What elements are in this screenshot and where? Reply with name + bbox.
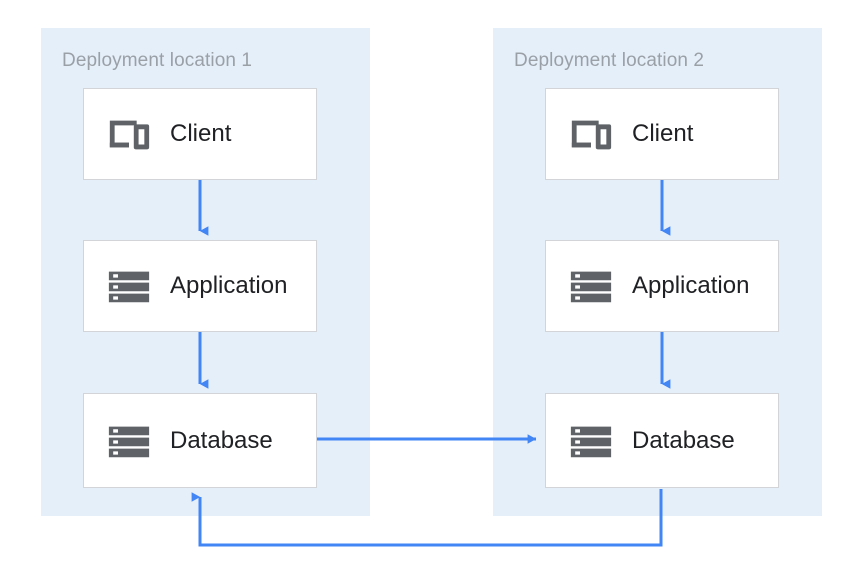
server-stack-icon — [570, 271, 612, 303]
node-database-1-label: Database — [170, 426, 273, 454]
node-database-2[interactable]: Database — [545, 393, 779, 488]
node-database-1[interactable]: Database — [83, 393, 317, 488]
deployment-zone-1-label: Deployment location 1 — [62, 50, 253, 71]
node-application-1[interactable]: Application — [83, 240, 317, 332]
node-application-2-label: Application — [632, 272, 750, 299]
devices-icon — [109, 120, 150, 150]
node-database-2-label: Database — [632, 426, 735, 454]
server-stack-icon — [108, 426, 150, 457]
server-stack-icon — [108, 271, 150, 303]
devices-icon — [571, 120, 612, 150]
node-application-2[interactable]: Application — [545, 240, 779, 332]
deployment-zone-2-label: Deployment location 2 — [514, 50, 705, 71]
node-client-2-label: Client — [632, 120, 694, 147]
node-client-1[interactable]: Client — [83, 88, 317, 180]
node-application-1-label: Application — [170, 272, 288, 299]
node-client-1-label: Client — [170, 120, 232, 147]
server-stack-icon — [570, 426, 612, 457]
node-client-2[interactable]: Client — [545, 88, 779, 180]
